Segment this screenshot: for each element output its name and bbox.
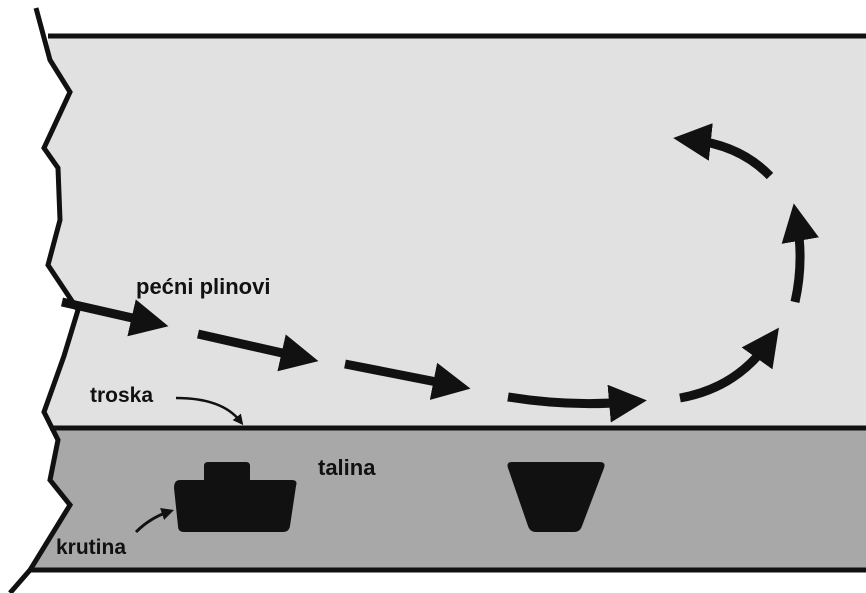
label-solid: krutina [56,536,126,559]
flow-arrow-3 [344,359,471,400]
solid-piece-left [174,462,297,532]
solid-piece-right [507,462,605,532]
melt-region [30,428,866,570]
flow-arrow-7 [673,123,774,180]
label-melt: talina [318,455,376,480]
flow-arrow-5 [679,327,779,403]
slag-leader-arrow [175,396,244,426]
gas-flow-arrows [61,123,819,423]
flow-arrow-6 [781,203,819,303]
solid-leader-arrow [134,508,174,534]
flow-arrow-2 [197,329,319,372]
flow-arrow-1 [61,297,169,337]
gas-region [44,36,866,428]
flow-arrow-4 [507,384,647,423]
label-furnace-gases: pećni plinovi [136,274,270,299]
label-slag: troska [90,384,153,407]
